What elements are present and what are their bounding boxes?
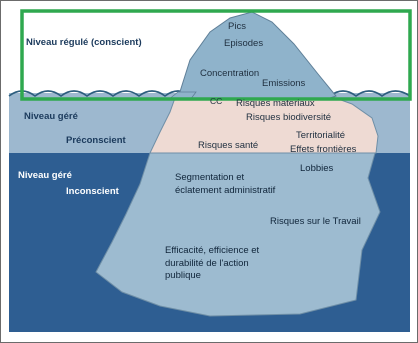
mid-risques-biodiversite: Risques biodiversité	[246, 112, 332, 123]
deep-segmentation: Segmentation et éclatement administratif	[175, 172, 276, 196]
mid-risques-sante: Risques santé	[198, 140, 259, 151]
tip-cc: CC	[210, 96, 223, 106]
deep-lobbies: Lobbies	[300, 163, 334, 174]
label-niveau-gere: Niveau géré	[24, 111, 78, 122]
tip-concentration: Concentration	[200, 68, 260, 79]
label-niveau-regule: Niveau régulé (conscient)	[26, 37, 142, 48]
iceberg-tip	[177, 11, 337, 99]
deep-risques-travail: Risques sur le Travail	[270, 216, 361, 227]
tip-pics: Pics	[228, 21, 246, 32]
label-niveau-gere-deep: Niveau géré	[18, 170, 72, 181]
label-preconscient: Préconscient	[66, 135, 126, 146]
mid-territorialite: Territorialité	[296, 130, 346, 141]
tip-emissions: Emissions	[262, 78, 306, 89]
conscious-highlight-box	[20, 9, 412, 101]
label-inconscient: Inconscient	[66, 186, 119, 197]
deep-efficacite: Efficacité, efficience et durabilité de …	[165, 245, 260, 281]
iceberg-deep	[95, 152, 381, 317]
mid-effets-frontieres: Effets frontières	[290, 144, 357, 155]
tip-episodes: Episodes	[224, 38, 264, 49]
mid-risques-materiaux: Risques materiaux	[236, 98, 315, 109]
surface-wave	[8, 90, 411, 98]
